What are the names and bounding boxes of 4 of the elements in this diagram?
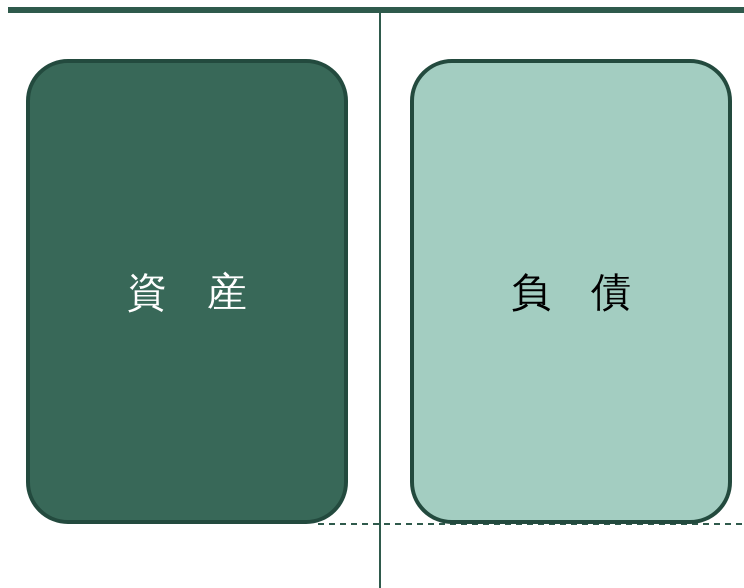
- rounded-box: [26, 59, 348, 524]
- box-label: 資 産: [126, 268, 248, 317]
- rounded-box: [410, 59, 732, 524]
- box-label: 負 債: [510, 268, 632, 317]
